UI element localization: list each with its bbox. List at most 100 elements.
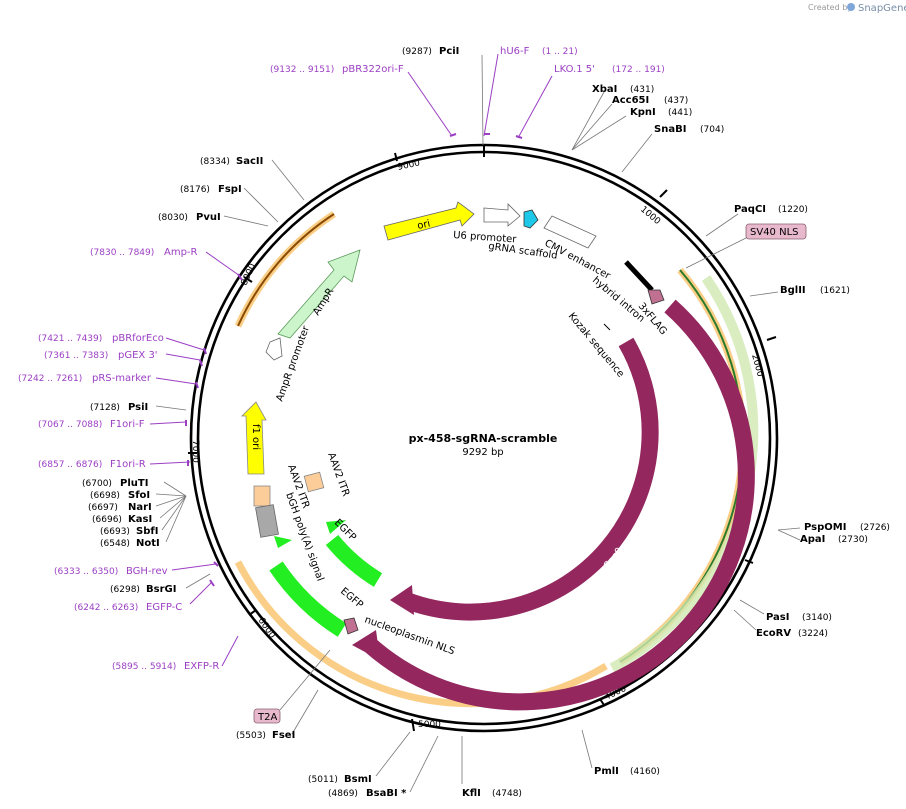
snapgene-brand: SnapGene [858, 3, 906, 14]
svg-text:LKO.1 5': LKO.1 5' [554, 64, 595, 75]
svg-text:(7361 .. 7383): (7361 .. 7383) [44, 351, 108, 361]
svg-text:PaqCI: PaqCI [734, 204, 766, 215]
primer-site-marks [185, 133, 523, 587]
svg-text:(5895 .. 5914): (5895 .. 5914) [112, 662, 176, 672]
cas9-inner-arrowhead [390, 585, 414, 615]
svg-text:(6242 .. 6263): (6242 .. 6263) [74, 603, 138, 613]
svg-text:SnaBI: SnaBI [654, 124, 686, 135]
svg-text:SacII: SacII [236, 156, 263, 167]
svg-text:NarI: NarI [128, 502, 152, 513]
3xflag-marker [647, 289, 665, 305]
egfp-arc-inner [325, 534, 383, 587]
aav2-itr-label-2: AAV2 ITR [325, 451, 351, 498]
svg-text:EGFP-C: EGFP-C [146, 602, 182, 613]
svg-text:(7067 .. 7088): (7067 .. 7088) [38, 420, 102, 430]
svg-text:NotI: NotI [136, 538, 160, 549]
u6-promoter-label: U6 promoter [453, 230, 518, 245]
svg-text:KflI: KflI [462, 788, 481, 799]
svg-text:BsmI: BsmI [344, 774, 372, 785]
svg-text:(5503): (5503) [236, 731, 266, 741]
svg-text:8000: 8000 [240, 262, 259, 287]
svg-text:PvuI: PvuI [196, 212, 221, 223]
svg-text:1000: 1000 [638, 205, 662, 228]
svg-text:(4748): (4748) [492, 789, 522, 799]
svg-text:EcoRV: EcoRV [756, 628, 791, 639]
svg-text:(1220): (1220) [778, 205, 808, 215]
svg-text:BglII: BglII [780, 285, 806, 296]
cas9-outer-label: Cas9 [636, 586, 660, 612]
egfp-inner-arrowhead [326, 520, 346, 534]
ampr-promoter-label: AmpR promoter [274, 324, 312, 403]
svg-text:F1ori-R: F1ori-R [110, 459, 146, 470]
cas9-outer-arrowhead [352, 630, 380, 660]
svg-text:(8334): (8334) [200, 157, 230, 167]
svg-text:FspI: FspI [218, 184, 242, 195]
svg-text:(6857 .. 6876): (6857 .. 6876) [38, 460, 102, 470]
svg-text:(7421 .. 7439): (7421 .. 7439) [38, 334, 102, 344]
ori-arrow [383, 201, 475, 241]
svg-text:(6333 .. 6350): (6333 .. 6350) [54, 567, 118, 577]
svg-text:BsrGI: BsrGI [146, 584, 176, 595]
svg-text:(9287): (9287) [402, 47, 432, 57]
enzyme-leaders [155, 54, 801, 793]
primer-leaders [149, 53, 553, 667]
hybrid-intron-line [624, 260, 654, 292]
svg-text:(6696): (6696) [92, 515, 122, 525]
svg-text:XbaI: XbaI [592, 84, 617, 95]
svg-text:(3224): (3224) [798, 629, 828, 639]
svg-text:T2A: T2A [257, 712, 277, 723]
svg-text:pBRforEco: pBRforEco [112, 333, 164, 344]
svg-text:(1 .. 21): (1 .. 21) [542, 47, 578, 57]
svg-text:KasI: KasI [128, 514, 152, 525]
svg-text:7000: 7000 [190, 440, 200, 463]
ampr-arrow [277, 249, 361, 339]
svg-text:hU6-F: hU6-F [500, 46, 530, 57]
svg-text:(7830 .. 7849): (7830 .. 7849) [90, 248, 154, 258]
svg-text:(6298): (6298) [110, 585, 140, 595]
svg-text:(3140): (3140) [802, 613, 832, 623]
sv40-nls-tag: SV40 NLS [685, 223, 807, 269]
enzyme-labels: (9287) PciI XbaI (431) Acc65I (437) KpnI… [82, 46, 890, 799]
svg-text:(8030): (8030) [158, 213, 188, 223]
f1-ori-arrow [241, 401, 267, 475]
svg-text:(2730): (2730) [838, 535, 868, 545]
svg-text:BsaBI *: BsaBI * [366, 788, 407, 799]
kozak-label: Kozak sequence [566, 311, 626, 380]
svg-text:(437): (437) [664, 96, 688, 106]
svg-text:(6700): (6700) [82, 479, 112, 489]
hybrid-intron-label: hybrid intron [590, 275, 646, 325]
svg-text:pGEX 3': pGEX 3' [118, 350, 158, 361]
svg-text:BGH-rev: BGH-rev [126, 566, 168, 577]
nucleoplasmin-nls-marker [343, 617, 359, 635]
primer-labels: hU6-F (1 .. 21) LKO.1 5' (172 .. 191) (9… [18, 46, 665, 672]
svg-text:SbfI: SbfI [136, 526, 158, 537]
ampr-promoter-arrow [265, 337, 283, 361]
svg-text:(4160): (4160) [630, 767, 660, 777]
svg-text:9000: 9000 [397, 158, 422, 173]
cas9-arc-outer [364, 299, 755, 711]
svg-text:Amp-R: Amp-R [164, 247, 198, 258]
egfp-arc-outer [269, 561, 347, 637]
svg-text:EXFP-R: EXFP-R [184, 661, 219, 672]
svg-text:F1ori-F: F1ori-F [110, 419, 145, 430]
bgh-polya-box [255, 504, 279, 538]
snapgene-logo-icon [847, 3, 855, 11]
f1-ori-label: f1 ori [250, 424, 261, 450]
plasmid-length: 9292 bp [462, 447, 503, 458]
green-arc-cas9-outer [609, 275, 759, 673]
svg-text:(4869): (4869) [328, 789, 358, 799]
svg-text:PasI: PasI [766, 612, 789, 623]
svg-text:(8176): (8176) [180, 185, 210, 195]
svg-text:(6697): (6697) [88, 503, 118, 513]
plasmid-name: px-458-sgRNA-scramble [409, 432, 558, 445]
svg-text:FseI: FseI [272, 730, 295, 741]
svg-text:(9132 .. 9151): (9132 .. 9151) [270, 65, 334, 75]
svg-text:PspOMI: PspOMI [804, 522, 846, 533]
aav2-itr-box-1 [253, 485, 271, 507]
svg-text:(172 .. 191): (172 .. 191) [612, 65, 665, 75]
svg-text:pBR322ori-F: pBR322ori-F [342, 64, 404, 75]
kozak-line [603, 323, 611, 331]
svg-text:(5011): (5011) [308, 775, 338, 785]
egfp-outer-label: EGFP [338, 586, 365, 611]
svg-text:5000: 5000 [418, 720, 441, 730]
